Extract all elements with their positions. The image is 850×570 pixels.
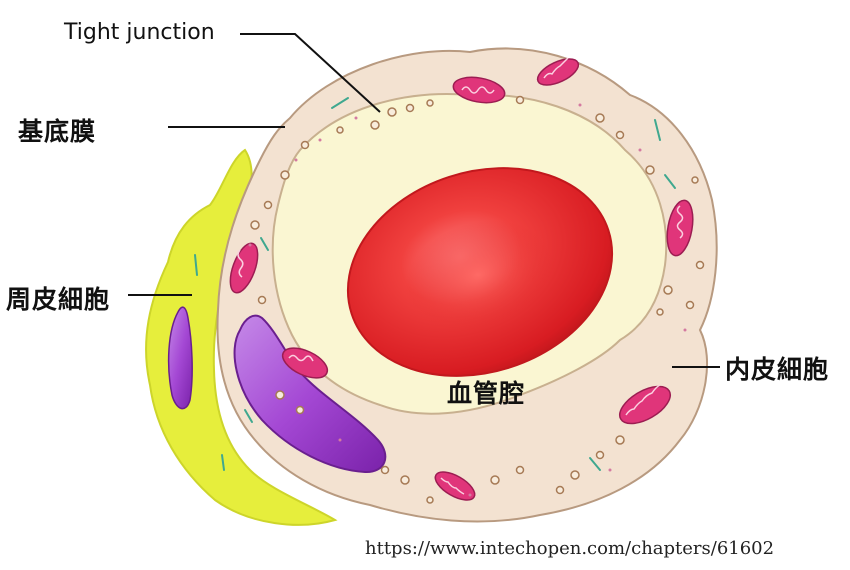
endothelial-nucleus [233, 314, 387, 474]
mitochondria-cristae [237, 57, 684, 495]
leader-lines [128, 33, 720, 368]
red-blood-cell-center [404, 220, 552, 330]
small-granules [248, 103, 687, 497]
pericyte-nucleus [167, 306, 193, 410]
mitochondrion [666, 199, 694, 257]
filaments [194, 97, 676, 471]
mitochondrion [434, 471, 476, 501]
mitochondrion [619, 385, 671, 425]
lumen-label: 血管腔 [447, 379, 526, 408]
mitochondria-group [229, 58, 694, 501]
tight-junction-label: Tight junction [64, 20, 215, 45]
source-url: https://www.intechopen.com/chapters/6160… [365, 538, 775, 559]
basement-membrane-label: 基底膜 [18, 117, 97, 146]
mitochondrion [229, 242, 259, 294]
tight-junction-leader [240, 33, 381, 113]
endothelial-cell-label: 内皮細胞 [725, 355, 830, 384]
pericyte-label: 周皮細胞 [6, 285, 111, 314]
mitochondrion [452, 76, 506, 104]
vesicles [250, 95, 705, 504]
mitochondrion [536, 58, 580, 86]
